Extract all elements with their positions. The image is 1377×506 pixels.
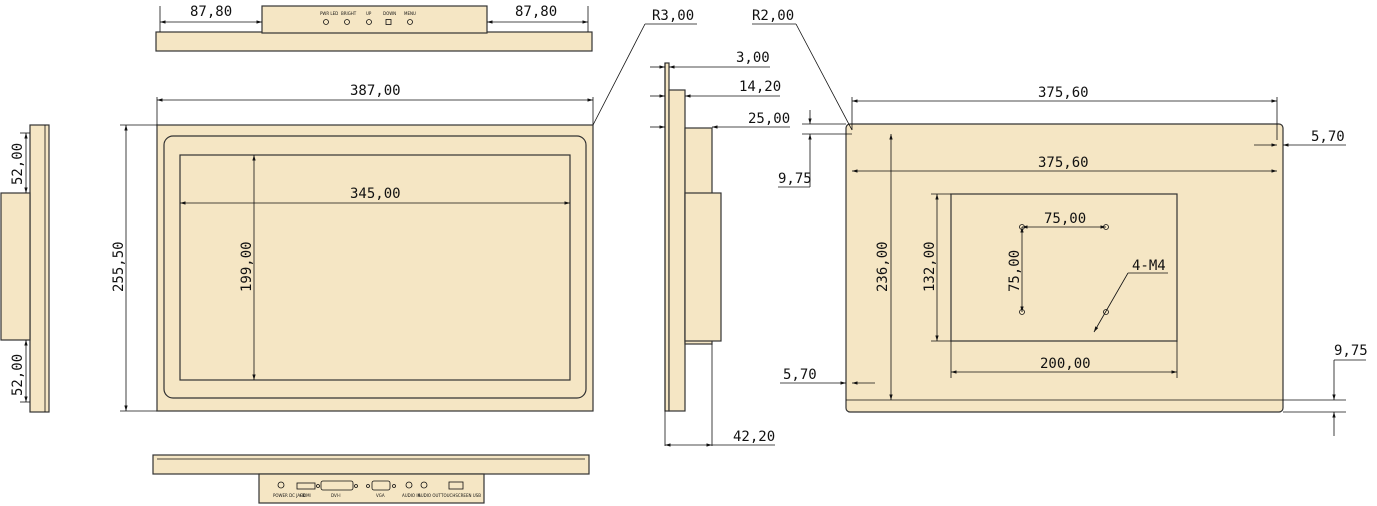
bottom-connector-label: TOUCHSCREEN USB [440,493,481,498]
dim-side-upper: 52,00 [10,143,26,185]
top-connector-label: MENU [404,11,416,16]
dim-back-height: 236,00 [875,241,891,292]
dim-screen-height: 199,00 [239,241,255,292]
dim-top-left-offset: 87,80 [190,4,232,20]
dim-back-margin-left: 5,70 [783,367,817,383]
top-view-frame [155,31,593,52]
top-connector-label: DOWN [383,11,396,16]
dvi-port-icon [320,480,354,491]
dim-vesa-box-height: 132,00 [922,241,938,292]
screw-icon [354,484,358,488]
bottom-connector-label: POWER DC JACK [273,493,306,498]
bottom-connector-panel [258,473,485,504]
vga-port-icon [371,480,391,491]
screw-icon [366,484,370,488]
dim-vesa-box-width: 200,00 [1040,356,1091,372]
bottom-connector-label: HDMI [300,493,311,498]
dim-frame-width: 387,00 [350,83,401,99]
dim-back-width-top: 375,60 [1038,85,1089,101]
usb-port-icon [448,481,464,490]
dim-back-top-offset: 9,75 [778,171,812,187]
bottom-frame [152,454,590,475]
screw-label: 4-M4 [1132,258,1166,274]
bottom-connector-label: AUDIO OUT [418,493,441,498]
back-view: 375,60 R2,00 375,60 5,70 5,70 9,75 236,0… [752,8,1368,436]
audio-out-icon [420,481,428,489]
dim-top-right-offset: 87,80 [515,4,557,20]
vesa-box [950,193,1178,342]
connector-icon [323,19,329,25]
mount-hole-icon [1103,309,1109,315]
connector-icon [366,19,372,25]
dim-side-lower: 52,00 [10,354,26,396]
top-connector-group: PWR LED BRIGHT UP DOWN MENU [320,11,416,25]
dim-vesa-h: 75,00 [1044,211,1086,227]
dim-corner-radius-front: R3,00 [652,8,694,24]
screw-icon [316,484,320,488]
front-view: 387,00 255,50 345,00 199,00 R3,00 [111,8,697,412]
connector-icon [344,19,350,25]
connector-icon [385,19,392,25]
top-connector-label: BRIGHT [341,11,357,16]
bottom-view: POWER DC JACK HDMI DVI-I VGA AUDIO IN AU… [152,454,590,504]
front-screen [179,154,571,381]
side-control-box [0,192,31,341]
power-jack-icon [277,481,285,489]
top-view-control-panel [261,5,488,34]
dim-back-width-inner: 375,60 [1038,155,1089,171]
top-view: PWR LED BRIGHT UP DOWN MENU 87,80 87,80 [155,4,593,52]
audio-in-icon [405,481,413,489]
side-frame [29,124,50,413]
dim-corner-radius-back: R2,00 [752,8,794,24]
profile-control-box [684,192,722,342]
bottom-connector-group: POWER DC JACK HDMI DVI-I VGA AUDIO IN AU… [273,480,481,498]
dim-frame-height: 255,50 [111,241,127,292]
top-connector-label: UP [366,11,372,16]
left-side-view: 52,00 52,00 [0,124,50,413]
dim-screen-width: 345,00 [350,186,401,202]
top-connector-label: PWR LED [320,11,338,16]
profile-frame [668,89,686,412]
dim-back-margin-right: 5,70 [1311,129,1345,145]
dim-back-bottom-offset: 9,75 [1334,343,1368,359]
hdmi-port-icon [296,482,316,490]
dim-profile-14: 14,20 [739,79,781,95]
bottom-connector-label: DVI-I [331,493,341,498]
bottom-connector-label: VGA [376,493,385,498]
screw-icon [392,484,396,488]
connector-icon [407,19,413,25]
dim-profile-3: 3,00 [736,50,770,66]
profile-view: 3,00 14,20 25,00 42,20 [650,50,790,447]
bottom-connector-label: AUDIO IN [402,493,421,498]
dim-profile-25: 25,00 [748,111,790,127]
dim-vesa-v: 75,00 [1007,250,1023,292]
dim-profile-depth: 42,20 [733,429,775,445]
